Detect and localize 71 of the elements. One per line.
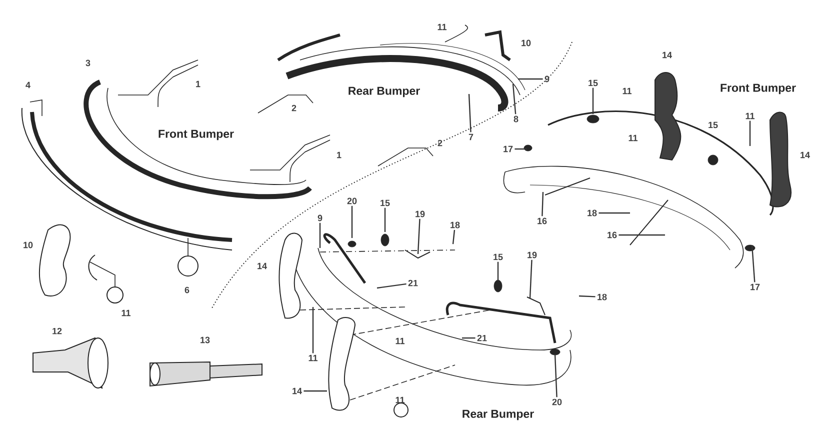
callout-number: 11: [396, 338, 404, 344]
callout-number: 18: [598, 294, 607, 300]
callout-number: 11: [628, 134, 638, 142]
section-title: Rear Bumper: [462, 410, 534, 420]
callout-number: 19: [416, 210, 425, 218]
callout-number: 1: [196, 80, 200, 88]
leader-line: [384, 208, 386, 232]
callout-number: 18: [588, 210, 597, 216]
callout-number: 7: [468, 134, 474, 140]
leader-line: [518, 78, 543, 80]
callout-number: 14: [662, 52, 672, 58]
callout-number: 19: [528, 252, 537, 258]
callout-number: 6: [184, 286, 190, 294]
callout-number: 11: [622, 88, 632, 94]
leader-line: [452, 230, 456, 244]
leader-line: [554, 354, 558, 398]
callout-number: 10: [24, 242, 33, 248]
leader-line: [542, 192, 544, 216]
callout-number: 21: [408, 280, 418, 286]
callout-number: 11: [746, 112, 755, 120]
leader-line: [529, 260, 532, 298]
callout-number: 8: [514, 116, 518, 122]
callout-number: 11: [308, 354, 318, 362]
callout-number: 20: [347, 198, 357, 204]
leader-line: [514, 148, 527, 150]
callout-number: 14: [800, 152, 810, 158]
callout-number: 16: [538, 218, 547, 224]
leader-line: [751, 244, 756, 282]
callout-number: 2: [292, 104, 296, 112]
leader-line: [598, 212, 630, 214]
callout-number: 13: [200, 336, 210, 344]
leader-line: [618, 234, 665, 236]
section-title: Front Bumper: [720, 84, 796, 94]
section-title: Rear Bumper: [348, 86, 420, 98]
callout-number: 10: [522, 40, 531, 46]
section-title: Front Bumper: [158, 130, 234, 140]
callout-number: 16: [608, 232, 617, 238]
leader-line: [497, 262, 499, 281]
leader-line: [512, 84, 516, 114]
callout-number: 15: [588, 80, 598, 86]
callout-number: 11: [122, 310, 130, 316]
callout-number: 1: [337, 152, 342, 158]
callout-number: 12: [52, 328, 62, 334]
callout-number: 3: [86, 60, 90, 66]
callout-number: 17: [750, 284, 760, 290]
leader-line: [312, 307, 314, 354]
callout-number: 17: [504, 146, 513, 152]
callout-number: 15: [708, 122, 718, 128]
callout-number: 9: [544, 76, 550, 82]
callout-number: 15: [380, 200, 390, 206]
leader-line: [376, 283, 406, 289]
callout-number: 11: [438, 24, 446, 30]
leader-line: [578, 295, 596, 298]
leader-line: [351, 206, 353, 238]
callout-number: 11: [396, 396, 404, 404]
callout-number: 20: [552, 398, 562, 406]
leader-line: [468, 94, 472, 132]
leader-line: [319, 222, 321, 248]
leader-line: [462, 337, 476, 339]
callout-number: 4: [26, 82, 30, 88]
callout-number: 2: [438, 140, 442, 146]
callout-number: 21: [477, 334, 487, 342]
callout-number: 15: [494, 254, 503, 260]
leader-line: [417, 218, 420, 254]
leader-line: [304, 390, 327, 392]
callout-number: 18: [450, 222, 460, 228]
callout-number: 14: [258, 262, 267, 270]
leader-line: [592, 88, 594, 114]
callout-number: 14: [292, 388, 302, 394]
callout-number: 9: [318, 214, 322, 222]
leader-line: [749, 120, 751, 146]
